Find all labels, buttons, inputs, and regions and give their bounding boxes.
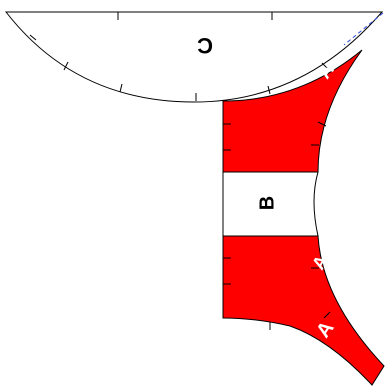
piece-a-ticks: [223, 121, 331, 330]
piece-a-lower-shape: [222, 235, 385, 386]
piece-c-shape: [4, 11, 384, 103]
label-c: C: [197, 33, 213, 58]
label-b: B: [256, 196, 278, 210]
piece-a-upper-shape: [222, 49, 363, 173]
guide-dash-line: [343, 12, 384, 46]
piece-c-ticks: [29, 12, 329, 101]
